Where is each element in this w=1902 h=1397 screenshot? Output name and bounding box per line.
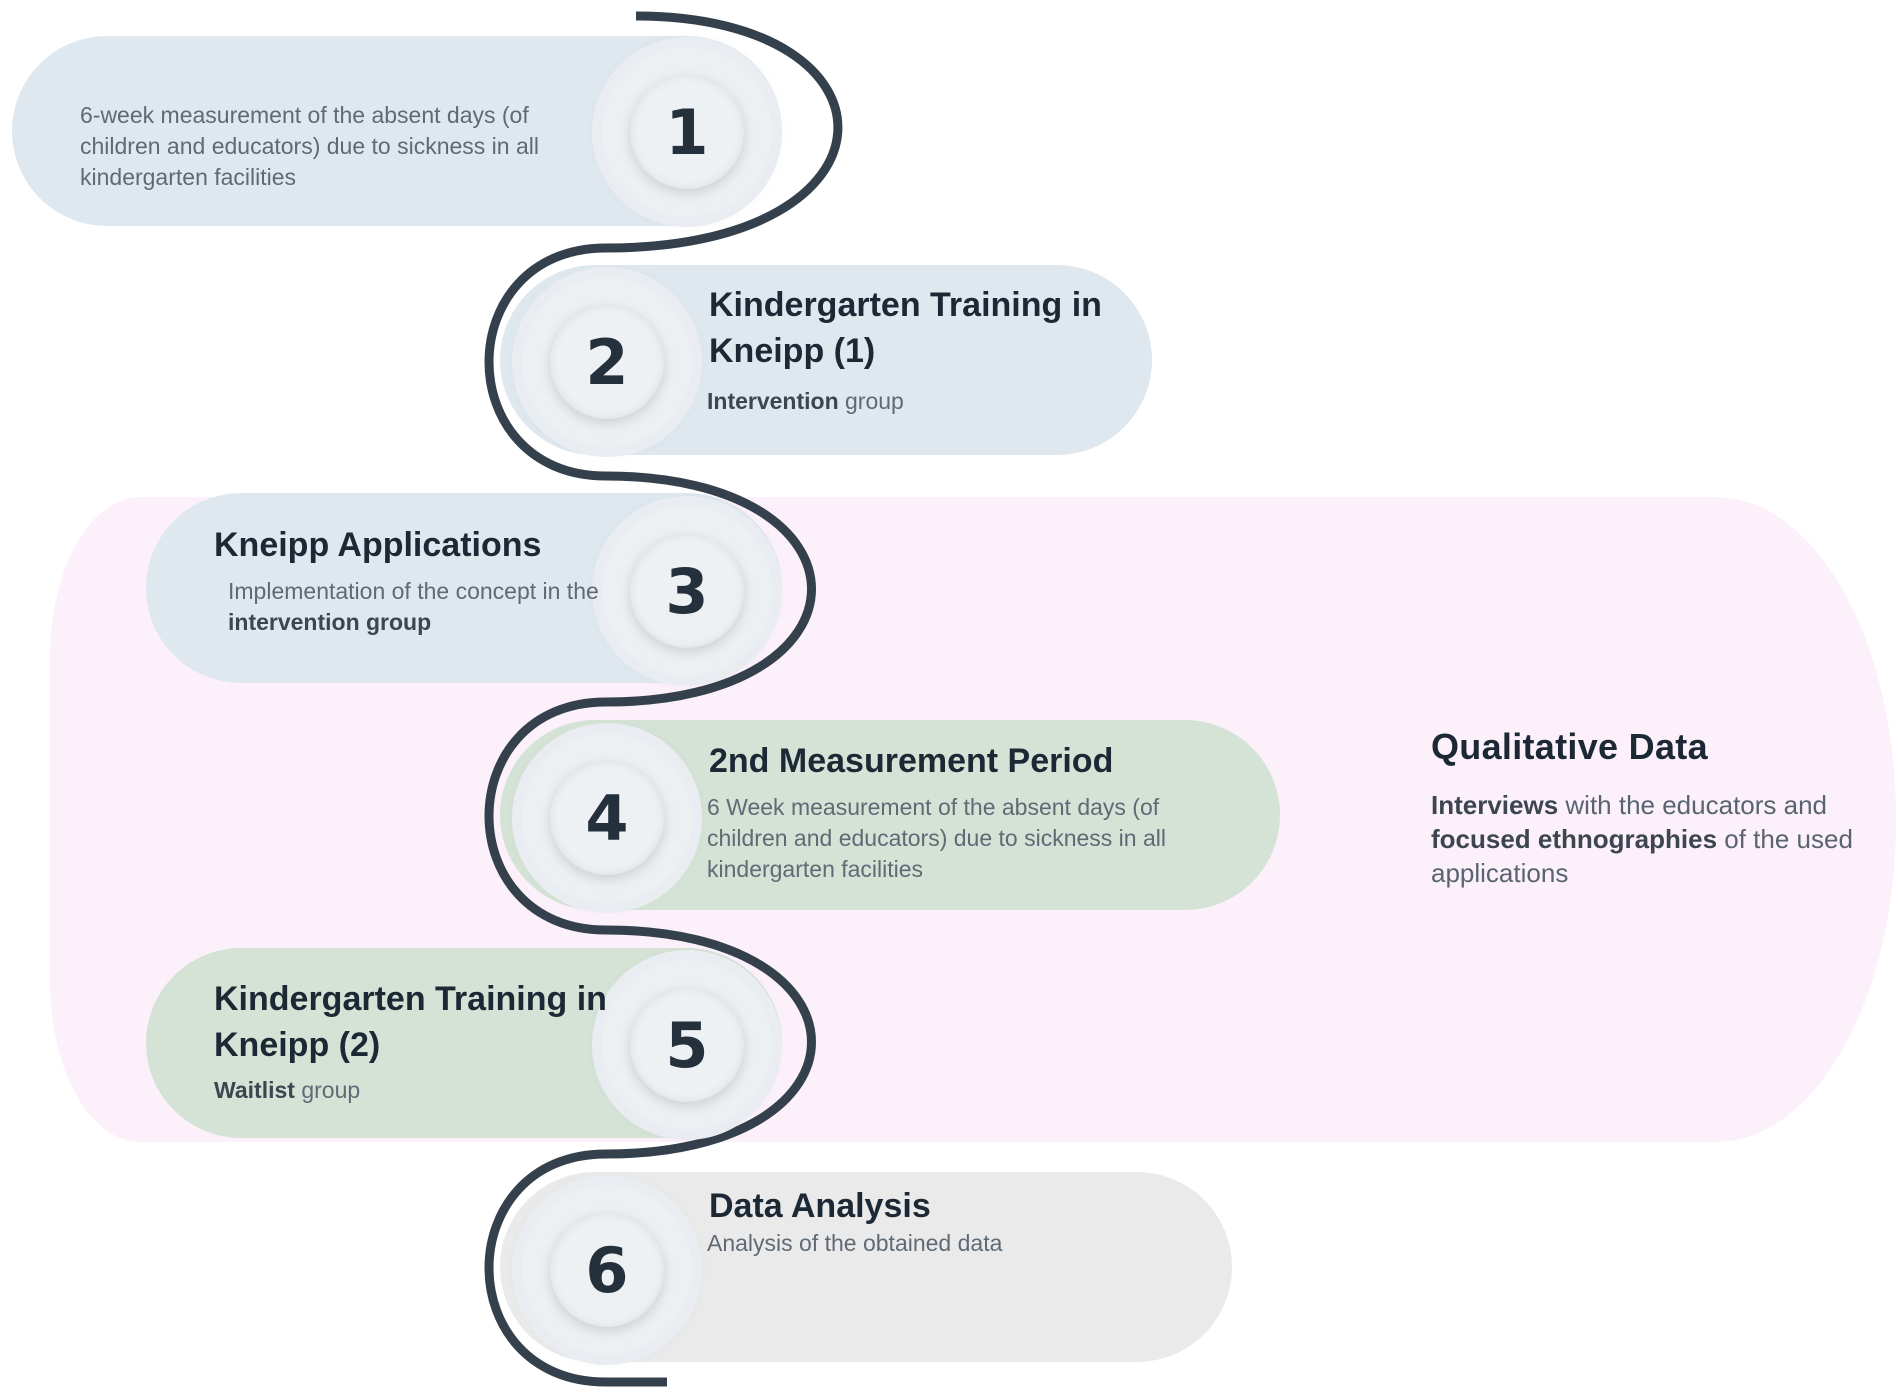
step-1-badge: 1: [602, 47, 772, 217]
step-5-title: Kindergarten Training in Kneipp (2): [214, 980, 607, 1064]
qualitative-text-1: with the educators and: [1558, 790, 1828, 820]
step-4-badge: 4: [522, 733, 692, 903]
step-3-title: Kneipp Applications: [214, 526, 542, 564]
step-6-number: 6: [550, 1213, 664, 1327]
step-5-group-rest: group: [294, 1077, 361, 1103]
qualitative-data-title: Qualitative Data: [1431, 726, 1708, 767]
step-4-title: 2nd Measurement Period: [709, 742, 1114, 780]
snake-path: [484, 11, 843, 1387]
step-5-number: 5: [630, 988, 744, 1102]
step-5-badge: 5: [602, 960, 772, 1130]
step-6-badge: 6: [522, 1185, 692, 1355]
step-4-number: 4: [550, 761, 664, 875]
step-2-group-rest: group: [838, 388, 904, 414]
step-3-badge: 3: [602, 506, 772, 676]
step-3-description: Implementation of the concept in the int…: [228, 576, 628, 638]
step-5-group: Waitlist group: [214, 1075, 514, 1106]
step-3-description-start: Implementation of the concept in the: [228, 578, 599, 604]
step-1-number: 1: [630, 75, 744, 189]
step-6-title: Data Analysis: [709, 1187, 931, 1225]
step-1-description: 6-week measurement of the absent days (o…: [80, 102, 539, 190]
qualitative-interviews: Interviews: [1431, 790, 1559, 820]
step-2-group: Intervention group: [707, 386, 1067, 417]
step-2-badge: 2: [522, 277, 692, 447]
qualitative-data-description: Interviews with the educators and focuse…: [1431, 788, 1891, 890]
step-6-description: Analysis of the obtained data: [707, 1230, 1003, 1256]
qualitative-ethnographies: focused ethnographies: [1431, 824, 1718, 854]
step-2-number: 2: [550, 305, 664, 419]
step-2-group-bold: Intervention: [707, 388, 839, 414]
step-2-title: Kindergarten Training in Kneipp (1): [709, 286, 1102, 370]
step-3-number: 3: [630, 534, 744, 648]
qualitative-text-2: of the used applications: [1431, 824, 1853, 888]
step-3-description-bold: intervention group: [228, 609, 432, 635]
step-5-group-bold: Waitlist: [214, 1077, 295, 1103]
step-4-description: 6 Week measurement of the absent days (o…: [707, 794, 1166, 882]
